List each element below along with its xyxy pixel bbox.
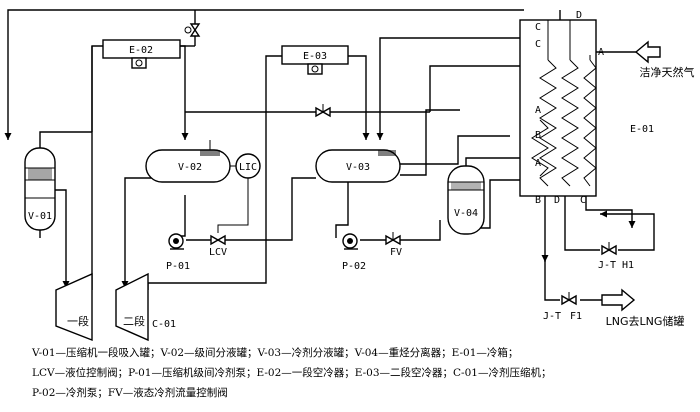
label-v04: V-04	[454, 208, 478, 219]
stream-c-1: C	[535, 22, 541, 33]
label-stage1: 一段	[67, 314, 89, 328]
cold-box-e01	[519, 19, 597, 197]
stream-a-left: A	[535, 105, 541, 116]
product-arrow	[601, 288, 636, 312]
vessel-v02	[145, 140, 231, 183]
stream-b-2: B	[535, 195, 541, 206]
legend-line-2: LCV—液位控制阀；P-01—压缩机级间冷剂泵；E-02—一段空冷器；E-03—…	[32, 367, 552, 379]
label-jt-f1: J-T	[543, 311, 561, 322]
stream-a-mid: A	[535, 158, 541, 169]
label-c01: C-01	[152, 319, 176, 330]
label-fv: FV	[390, 247, 402, 258]
stream-c-2: C	[535, 39, 541, 50]
label-stage2: 二段	[123, 314, 145, 328]
label-v02: V-02	[178, 162, 202, 173]
label-p02: P-02	[342, 261, 366, 272]
label-e03: E-03	[303, 51, 327, 62]
air-cooler-e03	[281, 45, 349, 75]
compressor-c01	[55, 272, 149, 342]
label-e01: E-01	[630, 124, 654, 135]
legend-line-1: V-01—压缩机一段吸入罐；V-02—级间分液罐；V-03—冷剂分液罐；V-04…	[32, 347, 519, 359]
label-v01: V-01	[28, 211, 52, 222]
label-lic: LIC	[239, 162, 257, 173]
label-jt-f1-tag: F1	[570, 311, 582, 322]
feed-label: 洁净天然气	[640, 65, 695, 79]
product-label: LNG去LNG储罐	[606, 314, 685, 328]
stream-a-top: A	[598, 47, 604, 58]
label-p01: P-01	[166, 261, 190, 272]
vessel-v03	[315, 149, 401, 183]
legend: V-01—压缩机一段吸入罐；V-02—级间分液罐；V-03—冷剂分液罐；V-04…	[32, 343, 692, 403]
label-jt-h1-tag: H1	[622, 260, 634, 271]
label-lcv: LCV	[209, 247, 227, 258]
label-jt-h1: J-T	[598, 260, 616, 271]
feed-arrow	[634, 40, 661, 64]
air-cooler-e02	[102, 39, 181, 69]
vessel-v01	[24, 147, 56, 231]
lic-instrument	[235, 153, 261, 179]
label-e02: E-02	[129, 45, 153, 56]
stream-b-1: B	[535, 130, 541, 141]
stream-d-bottom: D	[554, 195, 560, 206]
pump-p02	[342, 233, 358, 250]
pump-p01	[168, 233, 184, 250]
stream-d-top: D	[576, 10, 582, 21]
label-v03: V-03	[346, 162, 370, 173]
stream-c-bottom: C	[580, 195, 586, 206]
vessel-v04	[447, 165, 485, 235]
legend-line-3: P-02—冷剂泵；FV—液态冷剂流量控制阀	[32, 387, 228, 399]
valves	[184, 23, 617, 306]
